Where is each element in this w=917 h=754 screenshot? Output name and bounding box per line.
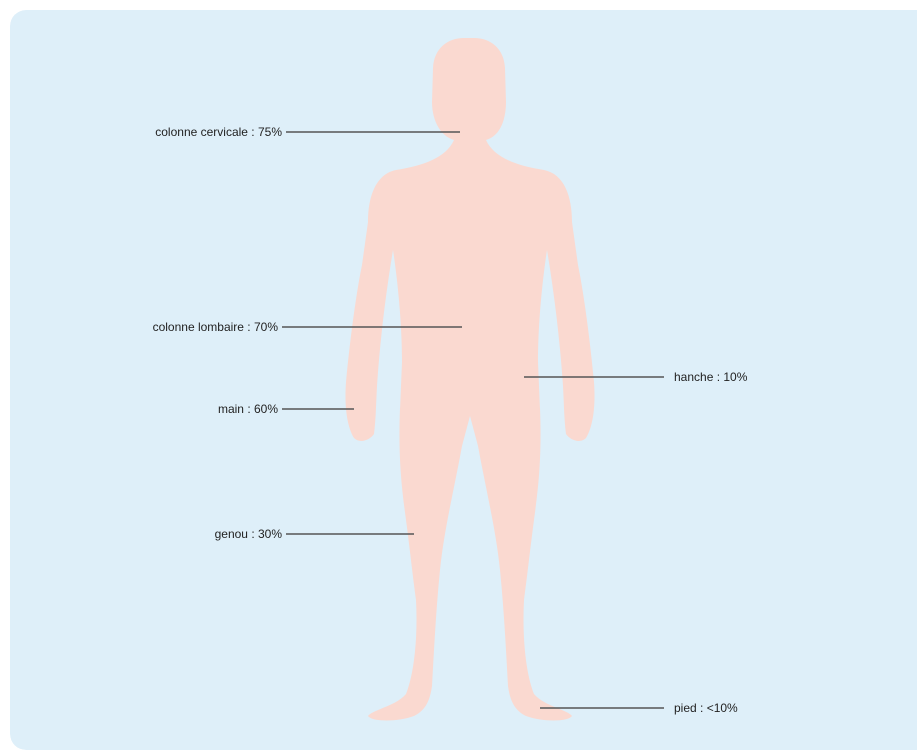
label-hip: hanche : 10%	[674, 370, 747, 384]
label-knee: genou : 30%	[70, 527, 282, 541]
label-hand: main : 60%	[70, 402, 278, 416]
label-lumbar-spine: colonne lombaire : 70%	[70, 320, 278, 334]
head-shape	[432, 38, 506, 150]
label-cervical-spine: colonne cervicale : 75%	[70, 125, 282, 139]
diagram-panel: colonne cervicale : 75% colonne lombaire…	[10, 10, 917, 750]
label-foot: pied : <10%	[674, 701, 738, 715]
diagram-canvas	[10, 10, 917, 750]
